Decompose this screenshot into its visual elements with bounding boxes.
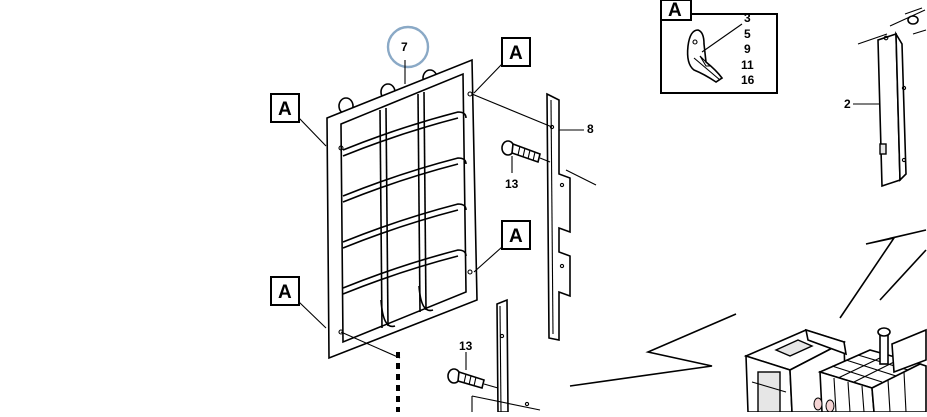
pointer-line bbox=[879, 249, 927, 301]
inset-detail-box: A 3 5 9 11 16 bbox=[660, 0, 778, 94]
bolt-upper: 13 bbox=[501, 140, 551, 191]
pointer-zigzag-right bbox=[839, 229, 927, 319]
side-panel: 2 bbox=[844, 7, 927, 188]
ref-box-a-4: A bbox=[270, 276, 327, 329]
pointer-zigzag-left bbox=[569, 313, 737, 387]
part-number-8: 8 bbox=[587, 122, 594, 136]
highlight-circle bbox=[386, 25, 430, 69]
inset-ref-letter: A bbox=[668, 0, 682, 21]
grille-frame bbox=[326, 58, 478, 360]
inset-item: 9 bbox=[744, 42, 751, 56]
connector-line bbox=[471, 93, 553, 128]
ref-box-a-2: A bbox=[473, 37, 531, 94]
svg-text:A: A bbox=[278, 282, 292, 303]
part-number-13-upper: 13 bbox=[505, 177, 519, 191]
part-number-2: 2 bbox=[844, 97, 851, 111]
connector-line bbox=[565, 169, 597, 186]
svg-text:A: A bbox=[278, 99, 292, 120]
machine-overview bbox=[743, 327, 927, 413]
mounting-bracket: 8 bbox=[546, 92, 594, 341]
svg-text:A: A bbox=[509, 226, 523, 247]
inset-item: 11 bbox=[741, 58, 754, 72]
ref-box-a-3: A bbox=[473, 220, 531, 273]
svg-text:A: A bbox=[509, 43, 523, 64]
ref-box-a-1: A bbox=[270, 93, 327, 147]
connector-line bbox=[340, 331, 401, 359]
inset-item: 5 bbox=[744, 27, 751, 41]
part-number-13-lower: 13 bbox=[459, 339, 473, 353]
lower-bracket bbox=[471, 298, 541, 413]
bolt-lower: 13 bbox=[447, 339, 499, 390]
inset-item: 3 bbox=[744, 11, 751, 25]
inset-item: 16 bbox=[741, 73, 755, 87]
part-number-7: 7 bbox=[401, 40, 408, 54]
